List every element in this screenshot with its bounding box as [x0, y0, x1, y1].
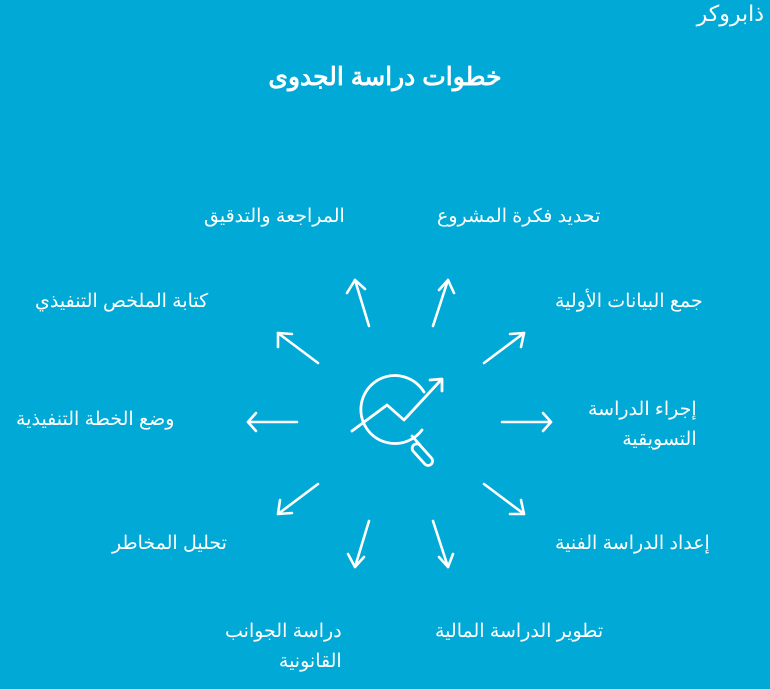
arrow-icon-step-3 — [500, 411, 553, 433]
arrow-icon-step-9 — [276, 331, 320, 365]
step-3-label: إجراء الدراسة التسويقية — [588, 395, 697, 455]
arrow-icon-step-6 — [346, 519, 371, 569]
step-2-label: جمع البيانات الأولية — [555, 291, 703, 312]
step-6-label: دراسة الجوانب القانونية — [225, 617, 342, 677]
step-3-line-2: التسويقية — [622, 429, 697, 450]
arrow-icon-step-1 — [431, 278, 456, 328]
arrow-icon-step-2 — [482, 331, 526, 365]
arrow-icon-step-10 — [345, 278, 371, 328]
step-5-label: تطوير الدراسة المالية — [435, 621, 604, 642]
step-6-line-2: القانونية — [278, 651, 342, 672]
step-1-label: تحديد فكرة المشروع — [437, 206, 601, 227]
step-7-label: تحليل المخاطر — [112, 533, 227, 554]
step-6-line-1: دراسة الجوانب — [225, 621, 342, 642]
step-8-label: وضع الخطة التنفيذية — [16, 409, 175, 430]
arrow-icon-step-4 — [482, 482, 526, 516]
step-4-label: إعداد الدراسة الفنية — [555, 533, 710, 554]
arrow-icon-step-5 — [431, 519, 455, 569]
step-3-line-1: إجراء الدراسة — [588, 399, 697, 420]
magnifier-trend-chart-icon — [350, 374, 444, 467]
brand-logo: ذابروكر — [696, 2, 764, 27]
diagram-title: خطوات دراسة الجدوى — [268, 63, 502, 91]
arrow-icon-step-8 — [246, 411, 299, 433]
step-9-label: كتابة الملخص التنفيذي — [35, 291, 209, 312]
arrow-icon-step-7 — [276, 482, 320, 516]
step-10-label: المراجعة والتدقيق — [204, 206, 345, 227]
